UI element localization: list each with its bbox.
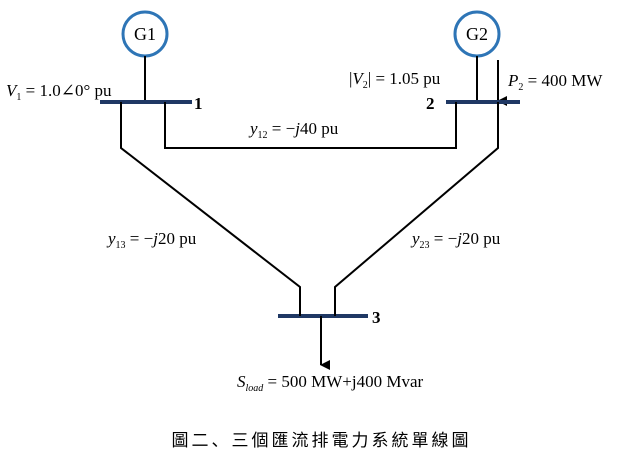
line-1-3 — [120, 102, 301, 316]
y23-label: y23 = −j20 pu — [410, 229, 501, 251]
y12-label: y12 = −j40 pu — [248, 119, 339, 141]
figure-caption: 圖二、三個匯流排電力系統單線圖 — [171, 431, 472, 451]
bus-2-number: 2 — [426, 94, 435, 113]
line-1-2 — [164, 102, 457, 149]
y13-label: y13 = −j20 pu — [106, 229, 197, 251]
p2-label: P2 = 400 MW — [507, 71, 603, 93]
generator-g2-label: G2 — [466, 24, 488, 44]
v2-label: |V2| = 1.05 pu — [349, 69, 441, 91]
v1-label: V1 = 1.0∠0° pu — [6, 81, 112, 103]
bus-3-number: 3 — [372, 308, 381, 327]
generator-g1-label: G1 — [134, 24, 156, 44]
sload-label: Sload = 500 MW+j400 Mvar — [237, 372, 424, 394]
line-2-3 — [334, 102, 499, 316]
bus-1-number: 1 — [194, 94, 203, 113]
